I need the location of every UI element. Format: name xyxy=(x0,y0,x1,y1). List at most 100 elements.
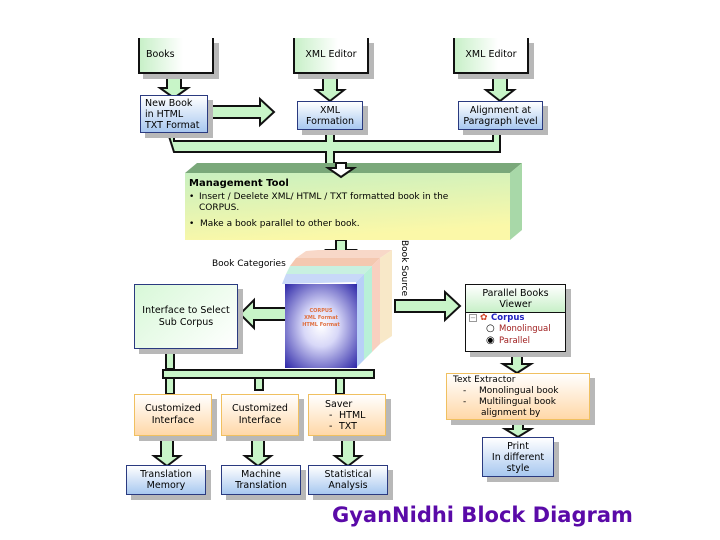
cube-side-slice-1 xyxy=(356,274,364,368)
source-box-xml-editor-2: XML Editor xyxy=(453,38,529,74)
bullet-icon: • xyxy=(189,192,195,202)
option-monolingual[interactable]: Monolingual xyxy=(499,324,551,334)
option-parallel[interactable]: Parallel xyxy=(499,336,530,346)
cube-top-slice-1 xyxy=(296,250,392,258)
book-source-label: Book Source xyxy=(399,240,409,297)
saver-item-2-label: TXT xyxy=(339,420,357,432)
diagram-title: GyanNidhi Block Diagram xyxy=(332,503,633,527)
saver-item-1-label: HTML xyxy=(339,409,366,421)
alignment-line-2: Paragraph level xyxy=(463,115,538,127)
custom-2-line-2: Interface xyxy=(238,415,282,426)
box-saver: Saver -HTML -TXT xyxy=(308,394,386,436)
bullet-icon: • xyxy=(189,219,195,229)
xml-formation-line-2: Formation xyxy=(306,115,354,127)
radio-parallel-icon[interactable]: ◉ xyxy=(486,335,495,346)
new-book-line-2: in HTML xyxy=(145,108,184,120)
interface-select-line-1: Interface to Select xyxy=(142,304,230,316)
translation-memory-line-2: Memory xyxy=(146,480,186,491)
management-bullet-1: • Insert / Deelete XML/ HTML / TXT forma… xyxy=(189,192,504,214)
text-extractor-item-2: -Multilingual book xyxy=(463,396,556,407)
split-bracket-bar xyxy=(162,369,375,379)
tree-root-corpus[interactable]: Corpus xyxy=(491,313,525,323)
alignment-line-1: Alignment at xyxy=(469,104,532,116)
flower-icon: ✿ xyxy=(480,313,488,323)
print-line-1: Print xyxy=(507,440,529,452)
tree-collapse-icon[interactable]: − xyxy=(469,314,477,322)
box-print: Print In different style xyxy=(482,437,554,477)
machine-translation-line-1: Machine xyxy=(241,469,281,480)
cube-side-slice-4 xyxy=(380,250,392,344)
arrow-saver-to-stats xyxy=(332,435,364,468)
arrow-custom2-to-mt xyxy=(242,435,274,468)
box-statistical-analysis: Statistical Analysis xyxy=(308,465,388,495)
arrow-merge-into-management xyxy=(324,162,358,179)
saver-title: Saver xyxy=(325,398,353,410)
xml-formation-line-1: XML xyxy=(319,104,340,116)
cube-side-slice-2 xyxy=(364,266,372,360)
parallel-viewer-line-1: Parallel Books xyxy=(482,287,549,299)
radio-monolingual-icon[interactable]: ○ xyxy=(486,323,495,334)
text-extractor-item-1-label: Monolingual book xyxy=(479,385,559,396)
corpus-tree: − ✿ Corpus ○ Monolingual ◉ Parallel xyxy=(466,313,565,352)
cube-face-line-2: XML Format xyxy=(304,315,338,321)
management-bullet-2: • Make a book parallel to other book. xyxy=(189,219,504,230)
cube-face-label: CORPUS XML Format HTML Format xyxy=(285,308,357,329)
source-box-books: Books xyxy=(138,38,214,74)
new-book-line-1: New Book xyxy=(145,97,193,109)
arrow-xmleditor-to-formation xyxy=(313,73,347,103)
arrow-books-to-newbook xyxy=(156,73,192,100)
parallel-viewer-line-2: Viewer xyxy=(499,298,532,310)
cube-face-line-1: CORPUS xyxy=(309,308,333,314)
box-parallel-viewer: Parallel Books Viewer − ✿ Corpus ○ Monol… xyxy=(465,284,566,352)
arrow-custom1-to-tm xyxy=(151,435,183,468)
cube-side-slice-3 xyxy=(372,258,380,352)
management-bullet-2-line-1: Make a book parallel to other book. xyxy=(200,219,360,229)
split-stub-2 xyxy=(254,377,264,391)
new-book-line-3: TXT Format xyxy=(145,119,200,131)
management-bullet-1-line-1: Insert / Deelete XML/ HTML / TXT formatt… xyxy=(199,192,449,202)
box-text-extractor: Text Extractor -Monolingual book -Multil… xyxy=(446,373,590,420)
text-extractor-item-2-label: Multilingual book xyxy=(479,396,556,407)
management-front-face xyxy=(185,173,510,240)
text-extractor-item-1: -Monolingual book xyxy=(463,385,559,396)
management-bullet-1-line-2: CORPUS. xyxy=(199,203,240,213)
text-extractor-title: Text Extractor xyxy=(453,374,516,385)
saver-item-1: -HTML xyxy=(329,409,366,421)
source-xml-editor-2-label: XML Editor xyxy=(465,49,517,60)
box-customized-interface-2: Customized Interface xyxy=(221,394,299,436)
custom-2-line-1: Customized xyxy=(232,403,288,414)
arrow-viewer-to-extractor xyxy=(499,351,535,375)
statistical-analysis-line-2: Analysis xyxy=(328,480,368,491)
box-xml-formation: XML Formation xyxy=(297,101,363,130)
source-xml-editor-1-label: XML Editor xyxy=(305,49,357,60)
print-line-3: style xyxy=(506,462,530,474)
management-tool-panel: Management Tool • Insert / Deelete XML/ … xyxy=(189,177,504,230)
text-extractor-continuation: alignment by xyxy=(481,407,541,418)
saver-item-2: -TXT xyxy=(329,420,357,432)
interface-select-line-2: Sub Corpus xyxy=(158,316,214,328)
print-line-2: In different xyxy=(491,451,545,463)
box-alignment: Alignment at Paragraph level xyxy=(458,101,543,130)
box-interface-select: Interface to Select Sub Corpus xyxy=(134,284,238,349)
cube-top-slice-3 xyxy=(286,266,372,274)
arrow-extractor-to-print xyxy=(501,419,535,439)
custom-1-line-1: Customized xyxy=(145,403,201,414)
statistical-analysis-line-1: Statistical xyxy=(324,469,372,480)
box-translation-memory: Translation Memory xyxy=(126,465,206,495)
arrow-newbook-to-formation xyxy=(209,96,276,128)
management-title: Management Tool xyxy=(189,178,289,189)
cube-top-slice-4 xyxy=(282,274,364,284)
arrow-corpus-to-interface xyxy=(238,297,287,331)
source-books-label: Books xyxy=(146,49,175,60)
custom-1-line-2: Interface xyxy=(151,415,195,426)
cube-top-slice-2 xyxy=(290,258,380,266)
arrow-xmleditor2-to-alignment xyxy=(483,73,517,103)
management-side-face xyxy=(510,163,522,240)
box-machine-translation: Machine Translation xyxy=(221,465,301,495)
arrow-source-to-viewer xyxy=(394,289,462,323)
parallel-viewer-header: Parallel Books Viewer xyxy=(466,285,565,313)
book-categories-label: Book Categories xyxy=(212,259,286,269)
box-customized-interface-1: Customized Interface xyxy=(134,394,212,436)
